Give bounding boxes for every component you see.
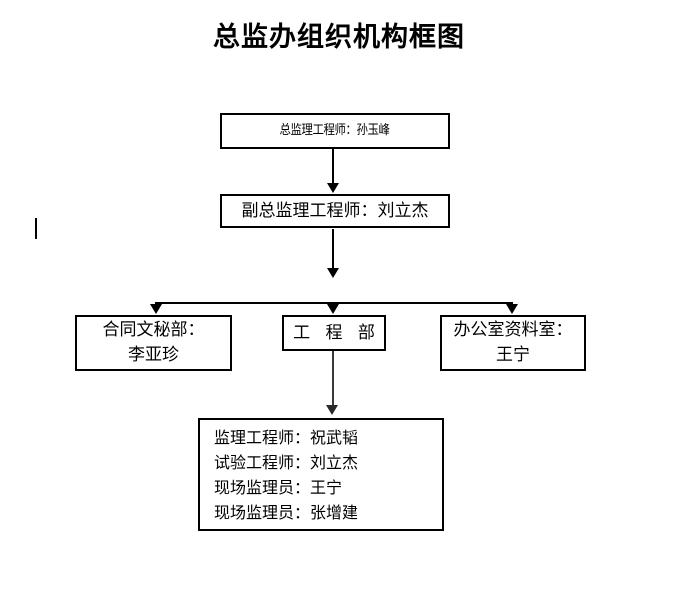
node-chief-supervising-engineer[interactable]: 总监理工程师：孙玉峰 bbox=[220, 113, 450, 149]
connector-engineering-to-staff bbox=[332, 351, 334, 407]
node-deputy-chief-supervising-engineer-text: 副总监理工程师：刘立杰 bbox=[241, 201, 429, 221]
node-contract-secretariat-department[interactable]: 合同文秘部： 李亚珍 bbox=[75, 315, 232, 371]
node-contract-secretariat-department-name: 李亚珍 bbox=[128, 345, 179, 365]
node-chief-supervising-engineer-text: 总监理工程师：孙玉峰 bbox=[279, 123, 390, 138]
connector-branch-bus bbox=[155, 302, 513, 304]
arrowhead-engineering-to-staff-icon bbox=[326, 405, 338, 415]
staff-list-item-site-supervisor-1: 现场监理员：王宁 bbox=[214, 477, 343, 497]
stray-tick-mark bbox=[35, 218, 37, 239]
node-office-archives-room-name: 王宁 bbox=[496, 345, 530, 365]
node-engineering-staff-list[interactable]: 监理工程师：祝武韬 试验工程师：刘立杰 现场监理员：王宁 现场监理员：张增建 bbox=[198, 418, 444, 531]
arrowhead-bus-to-office-icon bbox=[506, 304, 518, 314]
arrowhead-bus-to-engineering-icon bbox=[327, 304, 339, 314]
node-deputy-chief-supervising-engineer[interactable]: 副总监理工程师：刘立杰 bbox=[220, 194, 450, 228]
page-title: 总监办组织机构框图 bbox=[213, 22, 465, 53]
staff-list-item-supervising-engineer: 监理工程师：祝武韬 bbox=[214, 427, 359, 447]
node-engineering-department-title: 工 程 部 bbox=[293, 322, 380, 343]
node-engineering-department[interactable]: 工 程 部 bbox=[282, 315, 386, 351]
node-office-archives-room-title: 办公室资料室： bbox=[453, 320, 573, 340]
arrowhead-deputy-to-branch-bus-icon bbox=[327, 268, 339, 278]
arrowhead-bus-to-contract-icon bbox=[150, 304, 162, 314]
staff-list-item-test-engineer: 试验工程师：刘立杰 bbox=[214, 452, 359, 472]
arrowhead-director-to-deputy-icon bbox=[327, 183, 339, 193]
staff-list-item-site-supervisor-2: 现场监理员：张增建 bbox=[214, 502, 359, 522]
node-contract-secretariat-department-title: 合同文秘部： bbox=[102, 320, 205, 340]
node-office-archives-room[interactable]: 办公室资料室： 王宁 bbox=[440, 315, 586, 371]
connector-deputy-to-branch-bus bbox=[332, 229, 334, 271]
connector-director-to-deputy bbox=[332, 149, 334, 183]
